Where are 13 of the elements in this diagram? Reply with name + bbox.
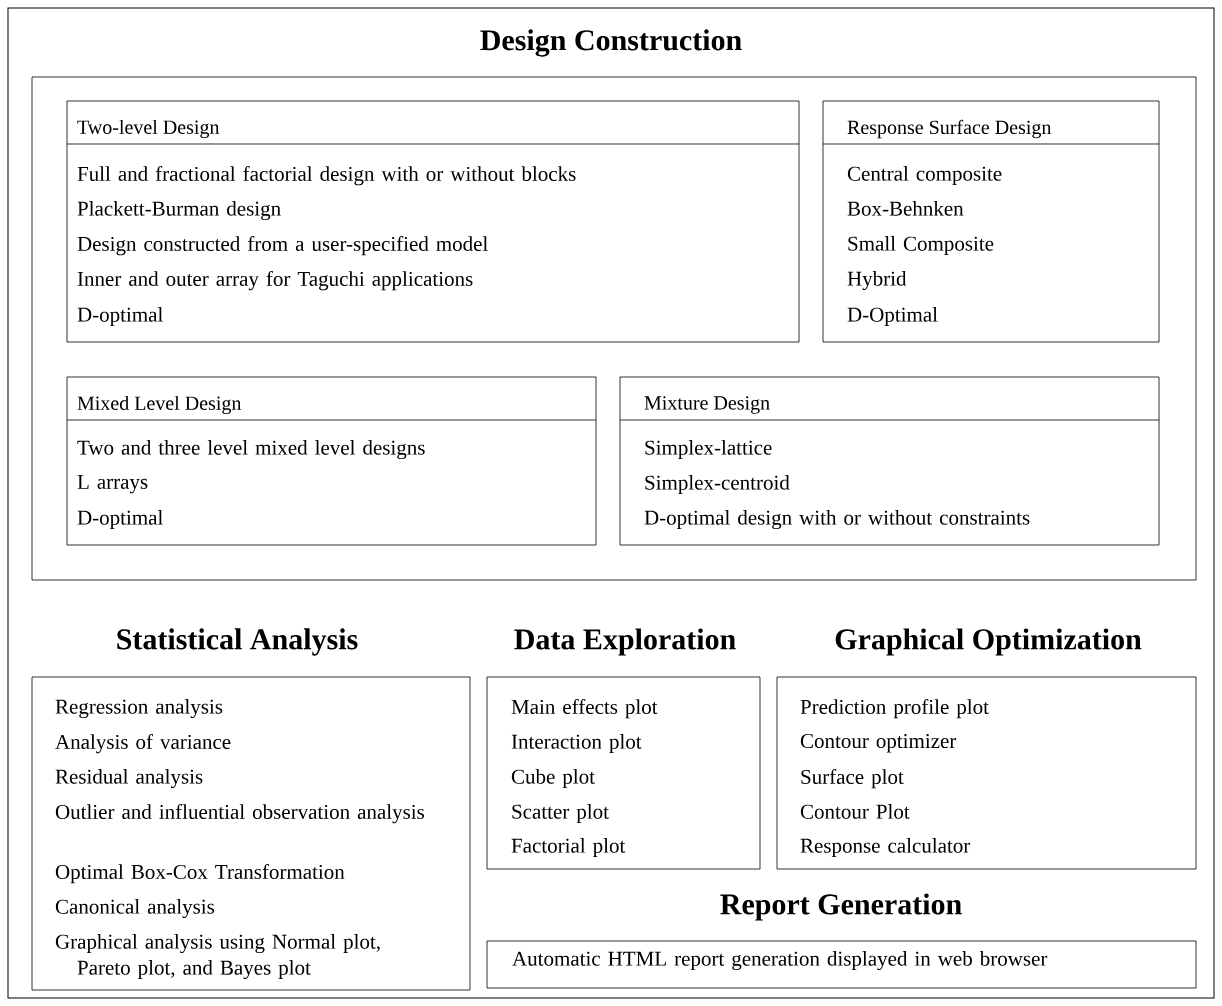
feature-box: Data Exploration Main effects plot Interaction plot Cube plot Scatter plot Factorial plot (486, 628, 761, 870)
feature-box: Mixed Level Design Two and three level mixed level designs L arrays D-optimal (66, 376, 597, 546)
feature-box: Mixture Design Simplex-lattice Simplex-centroid D-optimal design with or without constraints (619, 376, 1160, 546)
node-label: Graphical Optimization (835, 628, 1142, 656)
feature-box: Graphical Optimization Prediction profile plot Contour optimizer Surface plot Contour Plot Response calculator (776, 628, 1197, 870)
feature-box: Response Surface Design Central composite Box-Behnken Small Composite Hybrid D-Optimal (822, 100, 1160, 343)
node-label: Design Construction (480, 29, 742, 57)
feature-box: Report Generation Automatic HTML report generation displayed in web browser (486, 893, 1197, 989)
node-label: Report Generation (720, 893, 962, 921)
feature-box: Statistical Analysis Regression analysis Analysis of variance Residual analysis Outlier and influential observation analysis Optimal Box-Cox Transformation Canonical analysis Graphical analysis using Normal plot, Pareto plot, and Bayes plot (31, 628, 471, 991)
node-label: Statistical Analysis (117, 628, 358, 656)
node-label: Data Exploration (514, 628, 736, 656)
feature-box: Two-level Design Full and fractional factorial design with or without blocks Plackett-Burman design Design constructed from a user-specified model Inner and outer array for Taguchi applications D-optimal (66, 100, 800, 343)
